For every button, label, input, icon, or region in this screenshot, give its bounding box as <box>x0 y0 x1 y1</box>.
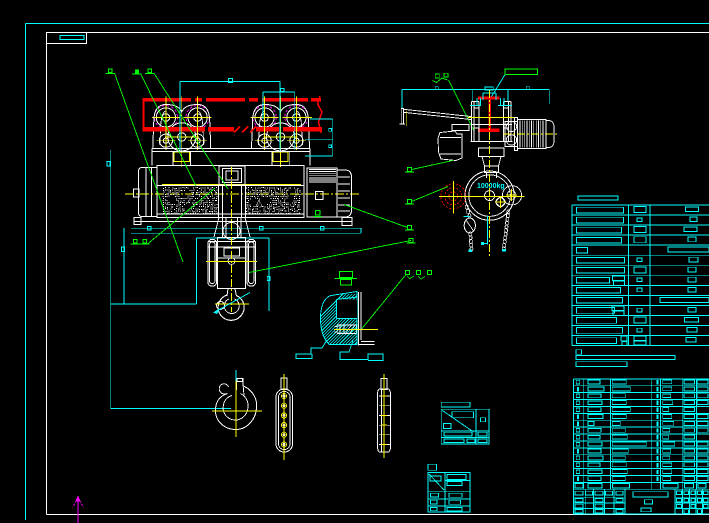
svg-text:10000kg: 10000kg <box>477 183 505 190</box>
